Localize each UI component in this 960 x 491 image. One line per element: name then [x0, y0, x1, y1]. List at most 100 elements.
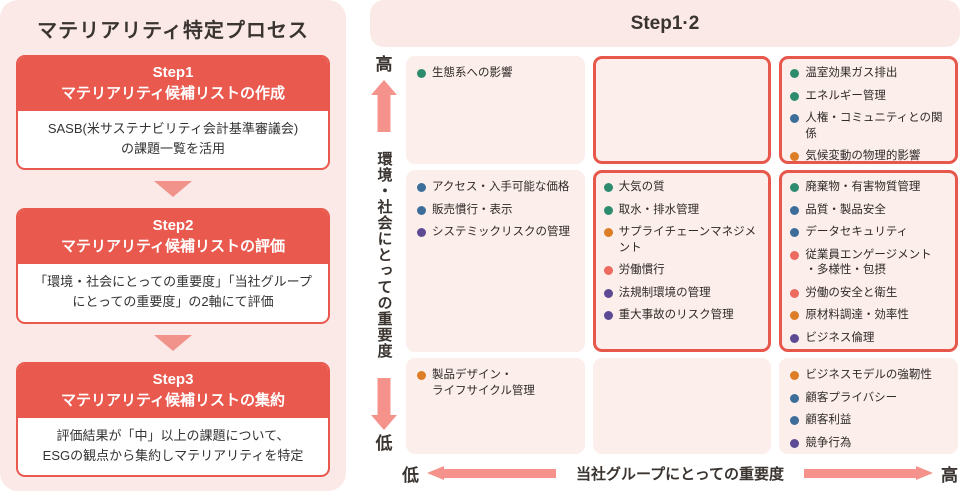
materiality-matrix: 生態系への影響 温室効果ガス排出エネルギー管理人権・コミュニティとの関係気候変動…: [406, 56, 958, 454]
process-panel: マテリアリティ特定プロセス Step1 マテリアリティ候補リストの作成 SASB…: [0, 0, 346, 491]
item-dot-icon: [790, 288, 800, 298]
item-label: アクセス・入手可能な価格: [432, 181, 570, 193]
arrow-down-icon: [371, 378, 397, 431]
item-dot-icon: [790, 152, 800, 161]
item-dot-icon: [790, 371, 800, 380]
matrix-item: アクセス・入手可能な価格: [417, 180, 579, 196]
item-label: ビジネス倫理: [805, 331, 875, 344]
step-1-description: SASB(米サステナビリティ会計基準審議会) の課題一覧を活用: [47, 121, 299, 157]
item-label: 労働の安全と衛生: [805, 286, 898, 299]
step-2-heading: マテリアリティ候補リストの評価: [60, 238, 286, 256]
y-axis-high-label: 高: [375, 55, 393, 74]
matrix-item: 気候変動の物理的影響: [790, 149, 952, 163]
item-label: 大気の質: [618, 181, 665, 193]
item-label: 取水・排水管理: [618, 203, 700, 216]
matrix-item: 製品デザイン・ ライフサイクル管理: [417, 368, 579, 399]
item-dot-icon: [603, 205, 613, 215]
y-axis-label: 環境・社会にとっての重要度: [375, 151, 393, 359]
matrix-cell-top-left: 生態系への影響: [406, 56, 585, 164]
matrix-item: 顧客利益: [790, 413, 952, 429]
item-label: 原材料調達・効率性: [805, 309, 909, 322]
item-dot-icon: [603, 266, 613, 276]
step-3-description: 評価結果が「中」以上の課題について、 ESGの観点から集約しマテリアリティを特定: [42, 427, 304, 463]
step-3-heading: マテリアリティ候補リストの集約: [60, 391, 286, 409]
matrix-cell-bottom-right: ビジネスモデルの強靭性顧客プライバシー顧客利益競争行為: [779, 358, 958, 454]
x-axis-high-label: 高: [941, 465, 958, 485]
step-1-header: Step1 マテリアリティ候補リストの作成: [18, 57, 328, 111]
item-label: 従業員エンゲージメント ・多様性・包摂: [805, 248, 932, 277]
matrix-item: エネルギー管理: [790, 89, 952, 105]
item-label: 顧客利益: [805, 414, 852, 427]
matrix-item: 販売慣行・表示: [417, 203, 579, 219]
step-3-label: Step3: [152, 370, 194, 388]
matrix-item: 重大事故のリスク管理: [603, 308, 766, 324]
matrix-title: Step1·2: [630, 12, 700, 34]
item-label: 重大事故のリスク管理: [618, 309, 734, 322]
item-dot-icon: [417, 228, 426, 238]
item-label: 廃棄物・有害物質管理: [805, 181, 921, 193]
matrix-item: 労働の安全と衛生: [790, 286, 952, 302]
item-dot-icon: [603, 183, 613, 192]
item-dot-icon: [790, 91, 800, 101]
item-label: エネルギー管理: [805, 89, 886, 102]
matrix-cell-bottom-center: [592, 358, 772, 454]
matrix-item: 従業員エンゲージメント ・多様性・包摂: [790, 248, 952, 279]
matrix-item: 品質・製品安全: [790, 203, 952, 219]
matrix-item: 労働慣行: [603, 263, 766, 279]
step-1-label: Step1: [152, 64, 194, 81]
matrix-item: 温室効果ガス排出: [790, 66, 952, 82]
step-1-box: Step1 マテリアリティ候補リストの作成 SASB(米サステナビリティ会計基準…: [16, 55, 330, 171]
item-label: 人権・コミュニティとの関係: [805, 112, 943, 140]
item-dot-icon: [790, 228, 800, 238]
matrix-item: 顧客プライバシー: [790, 391, 952, 407]
item-label: 法規制環境の管理: [618, 286, 711, 299]
matrix-item: 廃棄物・有害物質管理: [790, 180, 952, 196]
matrix-item: 競争行為: [790, 436, 952, 452]
matrix-item: データセキュリティ: [790, 225, 952, 241]
item-label: 生態系への影響: [432, 67, 513, 79]
step-2-header: Step2 マテリアリティ候補リストの評価: [18, 210, 328, 265]
item-label: 温室効果ガス排出: [805, 67, 898, 79]
x-axis: 低 当社グループにとっての重要度 高: [402, 460, 958, 486]
matrix-item: 原材料調達・効率性: [790, 308, 952, 324]
item-label: 気候変動の物理的影響: [805, 150, 921, 163]
item-label: システミックリスクの管理: [432, 226, 570, 239]
item-label: 製品デザイン・ ライフサイクル管理: [432, 369, 535, 397]
item-dot-icon: [790, 311, 800, 321]
item-dot-icon: [417, 183, 426, 192]
item-label: サプライチェーンマネジメント: [618, 226, 757, 254]
matrix-cell-middle-center: 大気の質取水・排水管理サプライチェーンマネジメント労働慣行法規制環境の管理重大事…: [592, 170, 772, 352]
matrix-item: 大気の質: [603, 180, 766, 196]
y-axis-low-label: 低: [375, 434, 393, 454]
step-2-box: Step2 マテリアリティ候補リストの評価 「環境・社会にとっての重要度」「当社…: [16, 208, 330, 324]
arrow-up-icon: [371, 79, 397, 132]
step-1-heading: マテリアリティ候補リストの作成: [60, 85, 286, 102]
matrix-item: 人権・コミュニティとの関係: [790, 111, 952, 142]
panel-title: マテリアリティ特定プロセス: [37, 20, 309, 42]
item-dot-icon: [790, 250, 800, 260]
flow-down-arrow-icon: [154, 181, 192, 198]
item-dot-icon: [790, 114, 800, 124]
matrix-cell-bottom-left: 製品デザイン・ ライフサイクル管理: [406, 358, 585, 454]
step-2-description: 「環境・社会にとっての重要度」「当社グループ にとっての重要度」の2軸にて評価: [34, 274, 312, 310]
item-dot-icon: [790, 393, 800, 403]
matrix-cell-top-right: 温室効果ガス排出エネルギー管理人権・コミュニティとの関係気候変動の物理的影響: [779, 56, 958, 164]
step-3-header: Step3 マテリアリティ候補リストの集約: [18, 363, 328, 418]
item-dot-icon: [790, 69, 800, 78]
flow-down-arrow-icon: [154, 334, 192, 351]
item-dot-icon: [790, 333, 800, 343]
item-dot-icon: [790, 183, 800, 192]
item-label: データセキュリティ: [805, 226, 909, 239]
item-dot-icon: [603, 288, 613, 298]
matrix-item: サプライチェーンマネジメント: [603, 225, 766, 256]
y-axis: 高 環境・社会にとっての重要度 低: [364, 55, 404, 454]
x-axis-label: 当社グループにとっての重要度: [576, 465, 784, 483]
arrow-left-icon: [427, 465, 557, 481]
item-dot-icon: [790, 438, 800, 448]
item-label: 顧客プライバシー: [805, 391, 898, 404]
item-label: ビジネスモデルの強靭性: [805, 369, 932, 381]
matrix-item: 取水・排水管理: [603, 203, 766, 219]
matrix-title-bar: Step1·2: [370, 0, 960, 47]
matrix-item: 生態系への影響: [417, 66, 579, 82]
matrix-cell-top-center: [592, 56, 772, 164]
